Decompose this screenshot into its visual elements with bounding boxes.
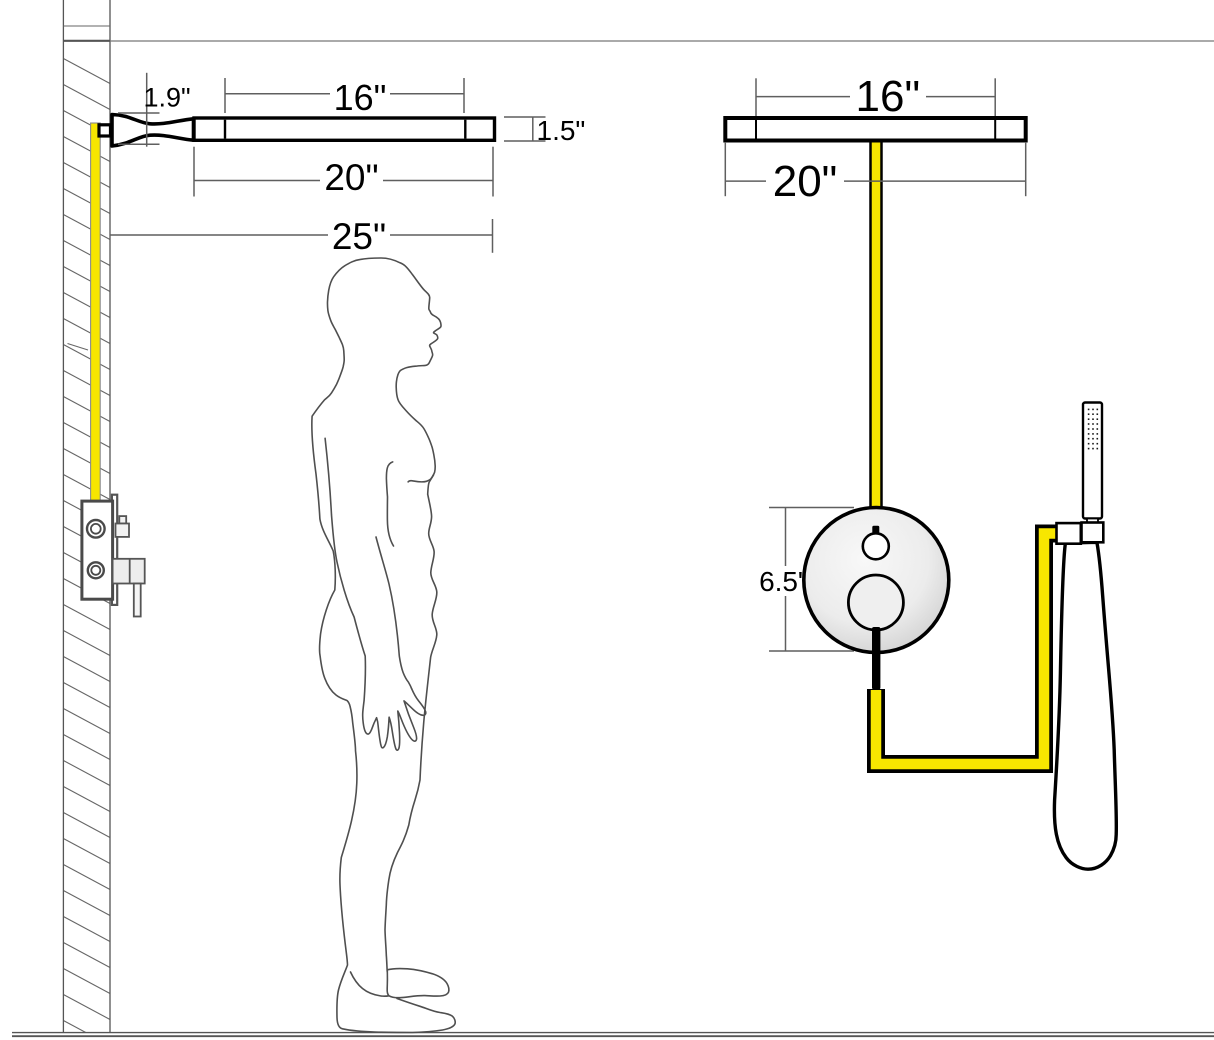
- svg-text:16": 16": [334, 77, 387, 118]
- svg-text:6.5": 6.5": [759, 566, 808, 597]
- svg-text:16": 16": [856, 72, 921, 121]
- svg-text:1.5": 1.5": [537, 115, 586, 146]
- svg-text:20": 20": [773, 157, 838, 206]
- svg-text:20": 20": [324, 157, 378, 198]
- svg-text:1.9": 1.9": [144, 83, 191, 113]
- svg-text:25": 25": [332, 216, 386, 257]
